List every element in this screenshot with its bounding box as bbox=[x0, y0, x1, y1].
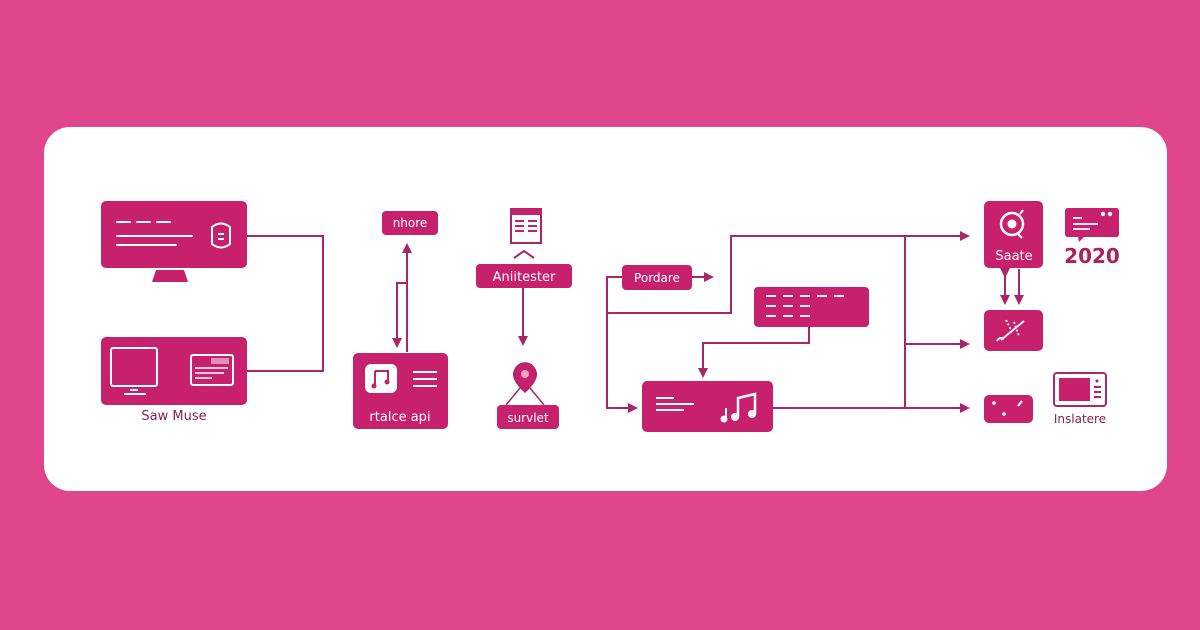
text-lines-icon bbox=[116, 221, 193, 246]
location-pin-icon bbox=[505, 362, 545, 406]
node-aniitester[interactable]: Aniitester bbox=[476, 264, 572, 288]
year-2020-label: 2020 bbox=[1064, 244, 1120, 268]
window-card-icon bbox=[190, 354, 234, 386]
node-nhore[interactable]: nhore bbox=[382, 211, 438, 235]
music-notes-icon bbox=[720, 392, 757, 423]
music-app-icon bbox=[365, 364, 397, 393]
menu-lines-icon bbox=[413, 371, 437, 387]
arrow-from-nhore bbox=[392, 282, 407, 348]
node-tools[interactable] bbox=[984, 310, 1043, 351]
nhore-label: nhore bbox=[393, 216, 428, 230]
pordare-label: Pordare bbox=[634, 271, 680, 285]
rtalce-api-label: rtalce api bbox=[369, 410, 430, 425]
node-text-block[interactable] bbox=[754, 287, 869, 327]
node-saw-muse[interactable] bbox=[101, 337, 247, 405]
monitor-stand-icon bbox=[152, 270, 188, 282]
connector-left-bracket bbox=[247, 235, 324, 372]
node-pordare[interactable]: Pordare bbox=[622, 265, 692, 290]
connectors bbox=[247, 231, 1024, 413]
node-saate[interactable]: Saate bbox=[984, 201, 1043, 268]
microwave-icon[interactable] bbox=[1053, 372, 1107, 407]
text-lines-icon bbox=[656, 397, 694, 411]
database-icon bbox=[211, 222, 231, 249]
survlet-label: survlet bbox=[507, 411, 549, 425]
inslatere-label: Inslatere bbox=[1054, 412, 1106, 426]
node-server-monitor[interactable] bbox=[101, 201, 247, 282]
dashed-text-icon bbox=[766, 295, 844, 317]
node-survlet[interactable]: survlet bbox=[497, 405, 559, 429]
saate-label: Saate bbox=[995, 249, 1032, 264]
diagram-card bbox=[44, 127, 1167, 491]
dots-icon bbox=[992, 400, 1023, 416]
arrow-to-saate bbox=[607, 231, 970, 314]
wrench-tool-icon bbox=[996, 319, 1025, 342]
arrow-to-music-player bbox=[606, 276, 638, 413]
document-table-icon bbox=[510, 208, 542, 259]
saw-muse-label: Saw Muse bbox=[141, 409, 206, 424]
node-rtalce-api[interactable]: rtalce api bbox=[353, 353, 448, 429]
aniitester-label: Aniitester bbox=[493, 270, 556, 285]
vinyl-disc-icon bbox=[999, 209, 1025, 239]
chat-bubble-icon[interactable] bbox=[1065, 208, 1119, 242]
node-music-player[interactable] bbox=[642, 381, 773, 432]
arrow-textblock-music bbox=[698, 326, 810, 378]
node-dots[interactable] bbox=[984, 395, 1033, 423]
monitor-icon bbox=[110, 347, 158, 395]
